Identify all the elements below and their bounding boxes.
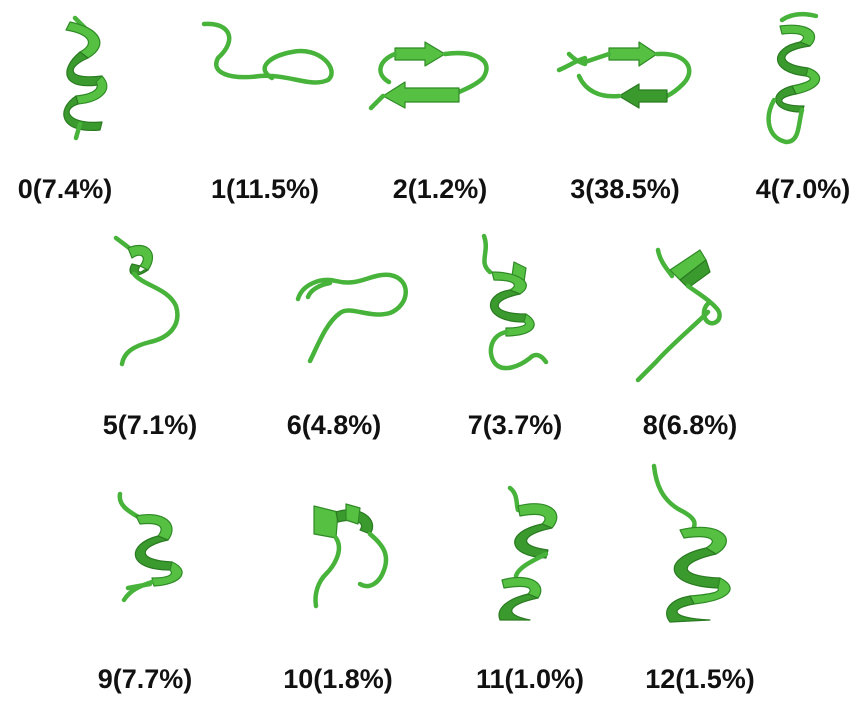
cluster-4-structure (766, 12, 821, 145)
cluster-0-structure (63, 15, 108, 141)
cluster-6-label: 6(4.8%) (286, 410, 382, 440)
cluster-8-label: 8(6.8%) (642, 410, 738, 440)
cluster-2-structure (368, 41, 489, 111)
cluster-5-label: 5(7.1%) (102, 410, 198, 440)
cluster-9-label: 9(7.7%) (97, 664, 193, 694)
cluster-7-structure (481, 233, 549, 371)
cluster-11-label: 11(1.0%) (475, 664, 585, 694)
cluster-2-label: 2(1.2%) (392, 174, 488, 204)
cluster-5-structure (113, 235, 180, 367)
cluster-11-structure (498, 485, 558, 621)
cluster-9-structure (117, 491, 183, 603)
cluster-4-label: 4(7.0%) (755, 174, 851, 204)
cluster-1-structure (201, 21, 334, 85)
cluster-12-structure (651, 463, 731, 623)
cluster-3-label: 3(38.5%) (570, 174, 680, 204)
cluster-8-structure (635, 247, 722, 383)
cluster-1-label: 1(11.5%) (210, 174, 320, 204)
cluster-10-label: 10(1.8%) (283, 664, 393, 694)
cluster-3-structure (556, 41, 692, 109)
cluster-0-label: 0(7.4%) (17, 174, 113, 204)
cluster-10-structure (313, 503, 389, 609)
cluster-7-label: 7(3.7%) (467, 410, 563, 440)
cluster-6-structure (295, 272, 408, 364)
cluster-12-label: 12(1.5%) (645, 664, 755, 694)
